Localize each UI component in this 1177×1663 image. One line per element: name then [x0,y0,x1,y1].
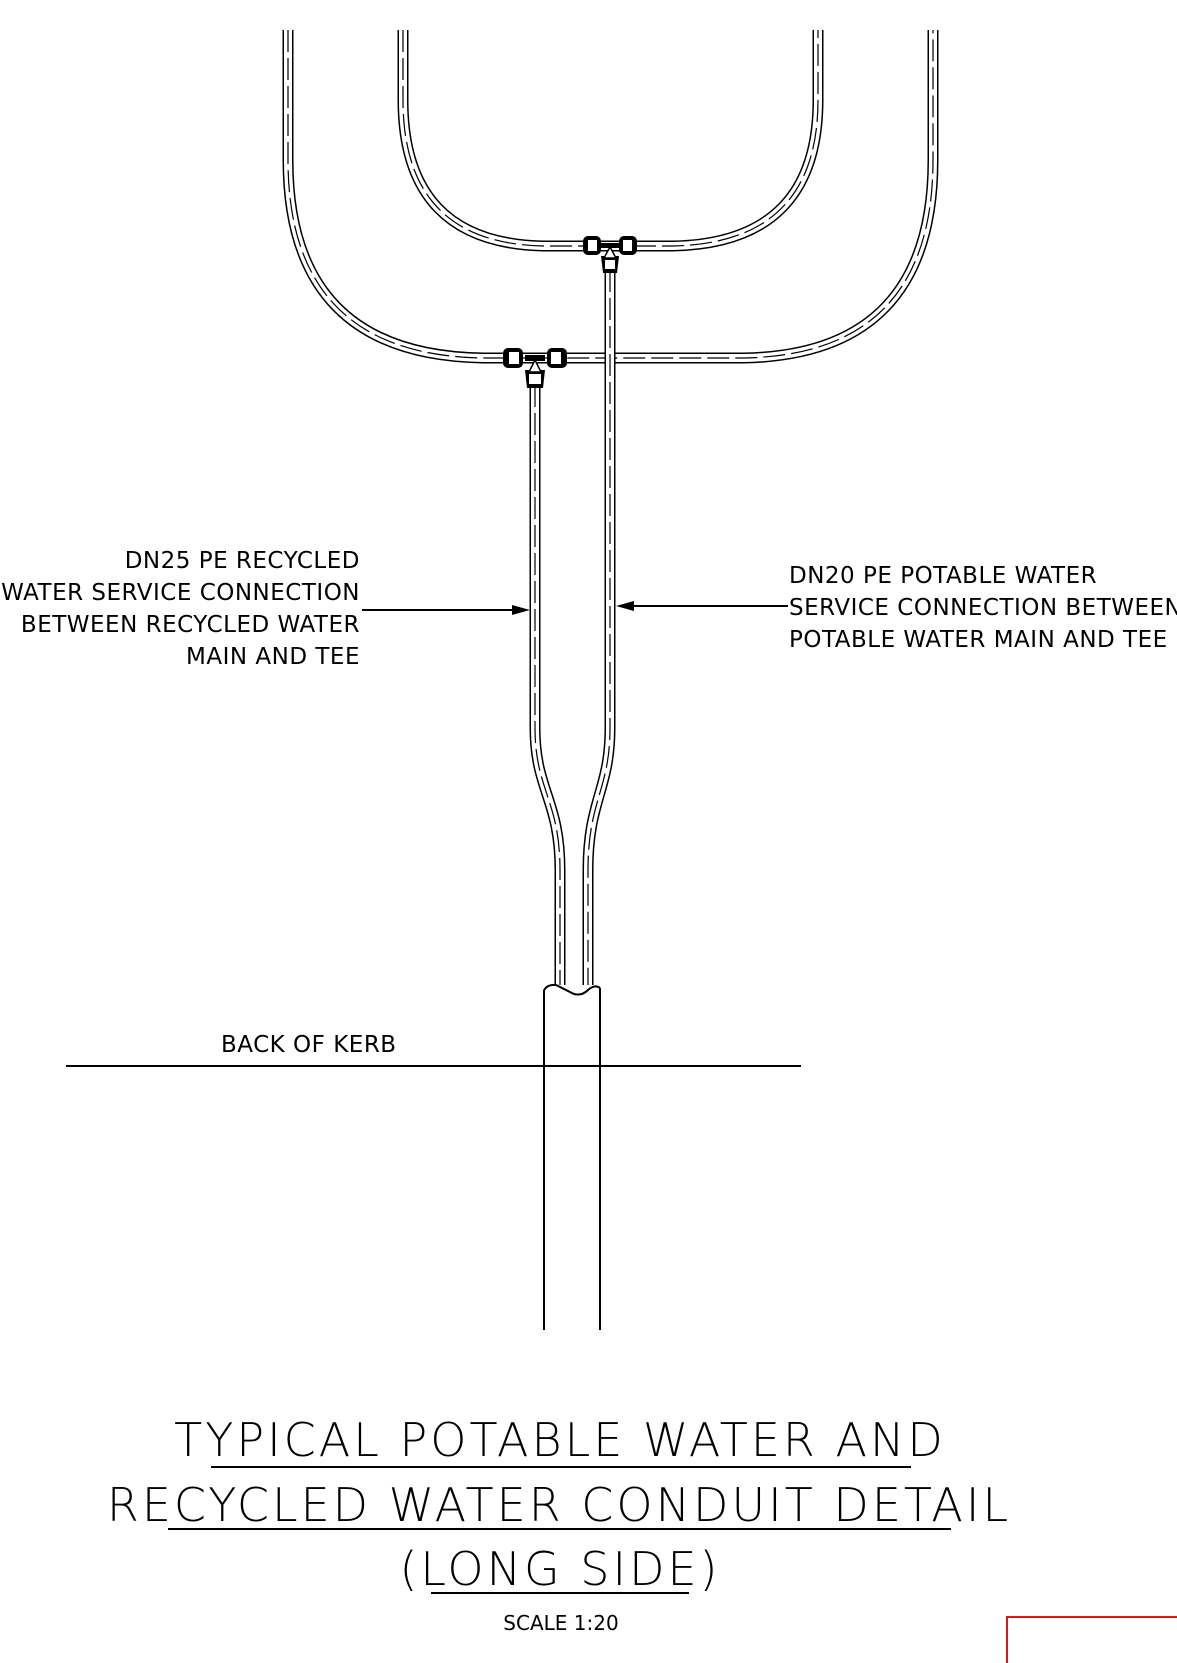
svg-text:POTABLE WATER MAIN AND TEE: POTABLE WATER MAIN AND TEE [789,627,1168,653]
potable-tee-fitting [583,236,637,273]
svg-text:MAIN AND TEE: MAIN AND TEE [186,644,360,670]
svg-text:SERVICE CONNECTION BETWEEN: SERVICE CONNECTION BETWEEN [789,595,1177,621]
svg-text:WATER SERVICE CONNECTION: WATER SERVICE CONNECTION [1,580,360,606]
recycled-label: DN25 PE RECYCLED WATER SERVICE CONNECTIO… [1,548,360,670]
svg-text:RECYCLED WATER CONDUIT DETAIL: RECYCLED WATER CONDUIT DETAIL [107,1478,1011,1532]
potable-water-main [397,30,824,252]
svg-text:BETWEEN RECYCLED WATER: BETWEEN RECYCLED WATER [21,612,360,638]
back-of-kerb-label: BACK OF KERB [221,1032,397,1058]
svg-text:(LONG SIDE): (LONG SIDE) [399,1542,720,1596]
recycled-tee-fitting [503,348,567,388]
recycled-service-pipe [529,385,566,985]
svg-text:DN20 PE POTABLE WATER: DN20 PE POTABLE WATER [789,563,1097,589]
conduit [543,983,601,1330]
potable-service-pipe [582,270,616,985]
svg-text:TYPICAL POTABLE WATER AND: TYPICAL POTABLE WATER AND [174,1413,946,1467]
title-block-border [1006,1616,1177,1663]
potable-label: DN20 PE POTABLE WATER SERVICE CONNECTION… [789,563,1177,653]
scale-note: SCALE 1:20 [503,1611,618,1635]
svg-text:DN25 PE RECYCLED: DN25 PE RECYCLED [125,548,360,574]
drawing-title: TYPICAL POTABLE WATER AND RECYCLED WATER… [107,1413,1011,1596]
potable-leader [616,601,788,611]
recycled-leader [362,605,530,615]
